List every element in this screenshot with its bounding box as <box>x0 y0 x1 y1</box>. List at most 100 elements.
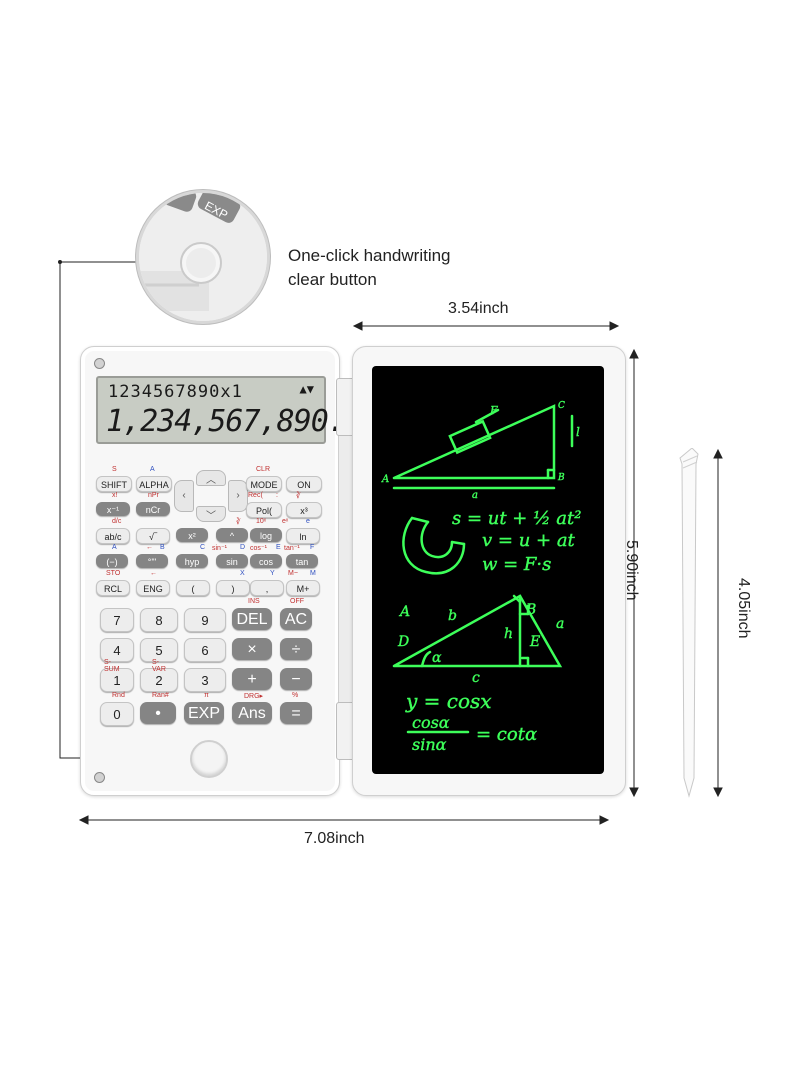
key-1-4[interactable]: ÷ <box>280 638 312 660</box>
callout-line2: clear button <box>288 270 377 289</box>
sub-label-rnd: Rnd <box>112 692 125 699</box>
sub-label-d: D <box>240 544 246 551</box>
key-row4-4[interactable]: cos <box>250 554 282 568</box>
sub-label-ran: Ran# <box>152 692 169 699</box>
key-row3-3[interactable]: ^ <box>216 528 248 542</box>
lcd-label-alpha: α <box>432 650 442 666</box>
key-0-0[interactable]: 7 <box>100 608 134 632</box>
screw-bottom <box>94 772 105 783</box>
lcd-label-d-tri: D <box>397 634 409 650</box>
lcd-label-b-top: B <box>557 473 565 483</box>
handwriting-clear-button[interactable] <box>190 740 228 778</box>
lcd-formula-v: v = u + at <box>482 530 576 551</box>
key-row3-4[interactable]: log <box>250 528 282 542</box>
key-0-4[interactable]: AC <box>280 608 312 630</box>
dim-arrow-height <box>629 348 639 798</box>
key-3-4[interactable]: = <box>280 702 312 724</box>
writing-tablet-screen[interactable]: F C l A a B s = ut + ½ at² v = u + at w … <box>372 366 604 774</box>
sub-label-e: e <box>306 518 310 525</box>
key-3-2[interactable]: EXP <box>184 702 224 724</box>
callout-line1: One-click handwriting <box>288 246 451 265</box>
key-0-3[interactable]: DEL <box>232 608 272 630</box>
lcd-label-c-top: C <box>558 401 565 411</box>
stylus[interactable] <box>676 448 702 798</box>
key-row2-2[interactable]: Pol( <box>246 502 282 518</box>
nav-down-button[interactable]: ﹀ <box>196 506 226 522</box>
key-row3-0[interactable]: ab/c <box>96 528 130 544</box>
sub-label-x: X <box>240 570 245 577</box>
nav-left-button[interactable]: ‹ <box>174 480 194 512</box>
sub-label-ssum: S-SUM <box>104 659 120 673</box>
sub-label-s: S <box>112 466 117 473</box>
lcd-label-f: F <box>489 404 498 417</box>
key-3-1[interactable]: • <box>140 702 176 724</box>
key-1-1[interactable]: 5 <box>140 638 178 662</box>
sub-label-off: OFF <box>290 598 304 605</box>
sub-label-asin: sin⁻¹ <box>212 545 227 552</box>
sub-label-10x: 10ˣ <box>256 518 267 525</box>
sub-label-cuberoot-2: ∛ <box>236 519 241 526</box>
zoom-detail-illustration: EXP <box>139 193 267 321</box>
lcd-label-side-a: a <box>556 616 564 632</box>
key-row5-3[interactable]: ) <box>216 580 250 596</box>
nav-pad: ︿ ﹀ ‹ › <box>174 470 248 522</box>
sub-label-factorial: x! <box>112 492 118 499</box>
lcd-label-a-tri: A <box>398 604 410 620</box>
lcd-label-a-base: a <box>472 490 478 501</box>
sub-label-mminus: M− <box>288 570 298 577</box>
lcd-formula-y: y = cosx <box>405 689 492 713</box>
key-3-3[interactable]: Ans <box>232 702 272 724</box>
key-1-0[interactable]: 4 <box>100 638 134 662</box>
key-row3-2[interactable]: x² <box>176 528 208 542</box>
key-1-3[interactable]: × <box>232 638 272 660</box>
key-row4-3[interactable]: sin <box>216 554 248 568</box>
nav-right-button[interactable]: › <box>228 480 248 512</box>
key-row4-5[interactable]: tan <box>286 554 318 568</box>
lcd-formula-w: w = F·s <box>482 554 551 575</box>
dim-label-screen-width: 3.54inch <box>448 300 509 317</box>
display-top-line: 1234567890x1 <box>108 382 243 402</box>
key-row5-1[interactable]: ENG <box>136 580 170 596</box>
key-2-0[interactable]: 1 <box>100 668 134 692</box>
key-row5-5[interactable]: M+ <box>286 580 320 596</box>
key-row5-2[interactable]: ( <box>176 580 210 596</box>
nav-up-button[interactable]: ︿ <box>196 470 226 486</box>
key-0-2[interactable]: 9 <box>184 608 226 632</box>
display-bottom-line: 1,234,567,890. <box>106 404 346 439</box>
lcd-drawings: F C l A a B s = ut + ½ at² v = u + at w … <box>381 401 582 754</box>
key-row2-1[interactable]: nCr <box>136 502 170 516</box>
key-row2-0[interactable]: x⁻¹ <box>96 502 130 516</box>
key-row5-0[interactable]: RCL <box>96 580 130 596</box>
sub-label-acos: cos⁻¹ <box>250 545 267 552</box>
key-2-2[interactable]: 3 <box>184 668 226 692</box>
key-row4-2[interactable]: hyp <box>176 554 208 568</box>
dim-label-total-width: 7.08inch <box>304 830 365 847</box>
key-3-0[interactable]: 0 <box>100 702 134 726</box>
sub-label-ins: INS <box>248 598 260 605</box>
sub-label-ex: eˣ <box>282 518 289 525</box>
key-on[interactable]: ON <box>286 476 322 492</box>
key-row5-4[interactable]: , <box>250 580 284 596</box>
sub-label-clr: CLR <box>256 466 271 473</box>
key-shift[interactable]: SHIFT <box>96 476 132 492</box>
key-row4-0[interactable]: (−) <box>96 554 128 568</box>
dim-label-stylus-length: 4.05inch <box>735 578 752 639</box>
lcd-formula-num: cosα <box>412 713 450 732</box>
key-row3-5[interactable]: ln <box>286 528 320 544</box>
key-0-1[interactable]: 8 <box>140 608 178 632</box>
key-2-3[interactable]: + <box>232 668 272 690</box>
key-row3-1[interactable]: √‾ <box>136 528 170 544</box>
key-2-1[interactable]: 2 <box>140 668 178 692</box>
lcd-label-e: E <box>529 634 540 650</box>
key-2-4[interactable]: − <box>280 668 312 690</box>
sub-label-drg: DRG▸ <box>244 693 264 700</box>
sub-label-percent: % <box>292 692 299 699</box>
key-mode[interactable]: MODE <box>246 476 282 492</box>
sub-label-sto: STO <box>106 570 121 577</box>
sub-label-b: B <box>160 544 165 551</box>
key-row2-3[interactable]: x³ <box>286 502 322 518</box>
key-row4-1[interactable]: °'" <box>136 554 168 568</box>
calculator-display: 1234567890x1 ▲▼ 1,234,567,890. <box>96 376 346 444</box>
key-1-2[interactable]: 6 <box>184 638 226 662</box>
key-alpha[interactable]: ALPHA <box>136 476 172 492</box>
